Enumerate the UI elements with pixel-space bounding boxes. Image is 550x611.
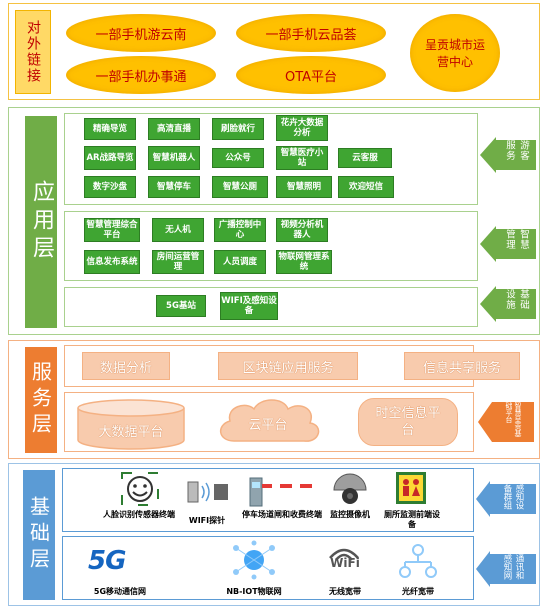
cloud-icon <box>220 399 320 442</box>
device-label: 停车场道闸和收费终端 <box>242 510 322 519</box>
app-item[interactable]: 无人机 <box>152 218 204 242</box>
device-label: WIFI探针 <box>188 516 226 525</box>
network-label: 无线宽带 <box>329 587 361 596</box>
app-item[interactable]: 人员调度 <box>214 250 266 274</box>
smart-management-arrow: 智慧管理 <box>480 226 536 262</box>
network-label: NB-IOT物联网 <box>226 587 282 596</box>
app-item[interactable]: 广播控制中心 <box>214 218 266 242</box>
app-item[interactable]: 智慧公厕 <box>212 176 268 198</box>
app-item[interactable]: 智慧机器人 <box>148 146 200 170</box>
app-item[interactable]: 智慧医疗小站 <box>276 146 328 170</box>
infrastructure-label: 基础设施 <box>496 289 536 319</box>
tourist-services-label: 游客服务 <box>496 140 536 170</box>
ext-item-yunnan-travel[interactable]: 一部手机游云南 <box>66 14 216 52</box>
service-item-blockchain[interactable]: 区块链应用服务 <box>218 352 358 380</box>
infrastructure-arrow: 基础设施 <box>480 286 536 322</box>
bigdata-cylinder-icon <box>77 399 185 450</box>
app-item[interactable]: 智慧管理综合平台 <box>84 218 140 242</box>
devices-arrow-label: 感知设备群组 <box>490 484 536 514</box>
app-layer-section: 应用层 <box>8 107 540 335</box>
ext-item-yunpinhui[interactable]: 一部手机云品荟 <box>236 14 386 52</box>
app-item[interactable]: 高清直播 <box>148 118 200 140</box>
fiber-network-icon <box>399 544 437 578</box>
app-item[interactable]: 刷脸就行 <box>212 118 264 140</box>
app-item[interactable]: 视频分析机器人 <box>276 218 328 242</box>
base-layer-title: 基础层 <box>23 470 55 600</box>
external-links-title: 对外链接 <box>15 10 51 94</box>
tourist-services-arrow: 游客服务 <box>480 137 536 173</box>
app-item[interactable]: 房间运营管理 <box>152 250 204 274</box>
app-item[interactable]: 信息发布系统 <box>84 250 140 274</box>
external-links-section: 对外链接 <box>8 3 540 100</box>
devices-arrow: 感知设备群组 <box>476 481 536 517</box>
service-platform-label: 智慧呈贡基础平台 <box>492 402 534 442</box>
service-item-bigdata[interactable]: 大数据平台 <box>98 424 164 440</box>
app-item[interactable]: 5G基站 <box>156 295 206 317</box>
app-item[interactable]: 精确导览 <box>84 118 136 140</box>
ext-item-ota[interactable]: OTA平台 <box>236 56 386 94</box>
service-layer-title: 服务层 <box>25 347 57 453</box>
app-item[interactable]: WIFI及感知设备 <box>220 292 278 320</box>
app-item[interactable]: 欢迎短信 <box>338 176 394 198</box>
app-item[interactable]: 数字沙盘 <box>84 176 136 198</box>
app-item[interactable]: 物联网管理系统 <box>276 250 332 274</box>
app-item[interactable]: 智慧照明 <box>276 176 332 198</box>
service-item-cloud[interactable]: 云平台 <box>248 417 288 433</box>
face-recognition-icon <box>121 472 159 506</box>
service-item-spatial[interactable]: 时空信息平台 <box>358 398 458 446</box>
ext-item-banshitong[interactable]: 一部手机办事通 <box>66 56 216 94</box>
base-layer-section: 基础层 <box>8 463 540 606</box>
nb-iot-icon <box>233 540 275 580</box>
network-label: 光纤宽带 <box>402 587 434 596</box>
app-item[interactable]: 云客服 <box>338 148 392 168</box>
app-item[interactable]: 智慧停车 <box>148 176 200 198</box>
service-layer-section: 服务层 <box>8 340 540 459</box>
toilet-monitor-icon <box>396 472 426 504</box>
app-item[interactable]: AR战路导览 <box>84 146 136 170</box>
surveillance-camera-icon <box>333 473 367 504</box>
service-platform-arrow: 智慧呈贡基础平台 <box>478 402 534 442</box>
wifi-probe-icon <box>187 481 228 503</box>
wifi-icon <box>329 548 359 561</box>
city-operation-center[interactable]: 呈贡城市运营中心 <box>410 14 500 92</box>
app-item[interactable]: 花卉大数据分析 <box>276 115 328 141</box>
networks-arrow-label: 通讯和感知网 <box>490 554 536 584</box>
5g-logo-icon: 5G <box>88 546 126 576</box>
parking-gate-icon <box>249 477 312 507</box>
networks-arrow: 通讯和感知网 <box>476 551 536 587</box>
smart-management-label: 智慧管理 <box>496 229 536 259</box>
device-label: 厕所监测前端设备 <box>384 510 440 529</box>
wifi-logo-text: WiFi <box>330 556 360 570</box>
app-layer-title: 应用层 <box>25 116 57 328</box>
service-item-info-sharing[interactable]: 信息共享服务 <box>404 352 520 380</box>
app-item[interactable]: 公众号 <box>212 148 264 168</box>
service-item-data-analysis[interactable]: 数据分析 <box>82 352 170 380</box>
device-label: 监控摄像机 <box>330 510 370 519</box>
network-label: 5G移动通信网 <box>93 587 147 596</box>
device-label: 人脸识别传感器终端 <box>103 510 175 519</box>
